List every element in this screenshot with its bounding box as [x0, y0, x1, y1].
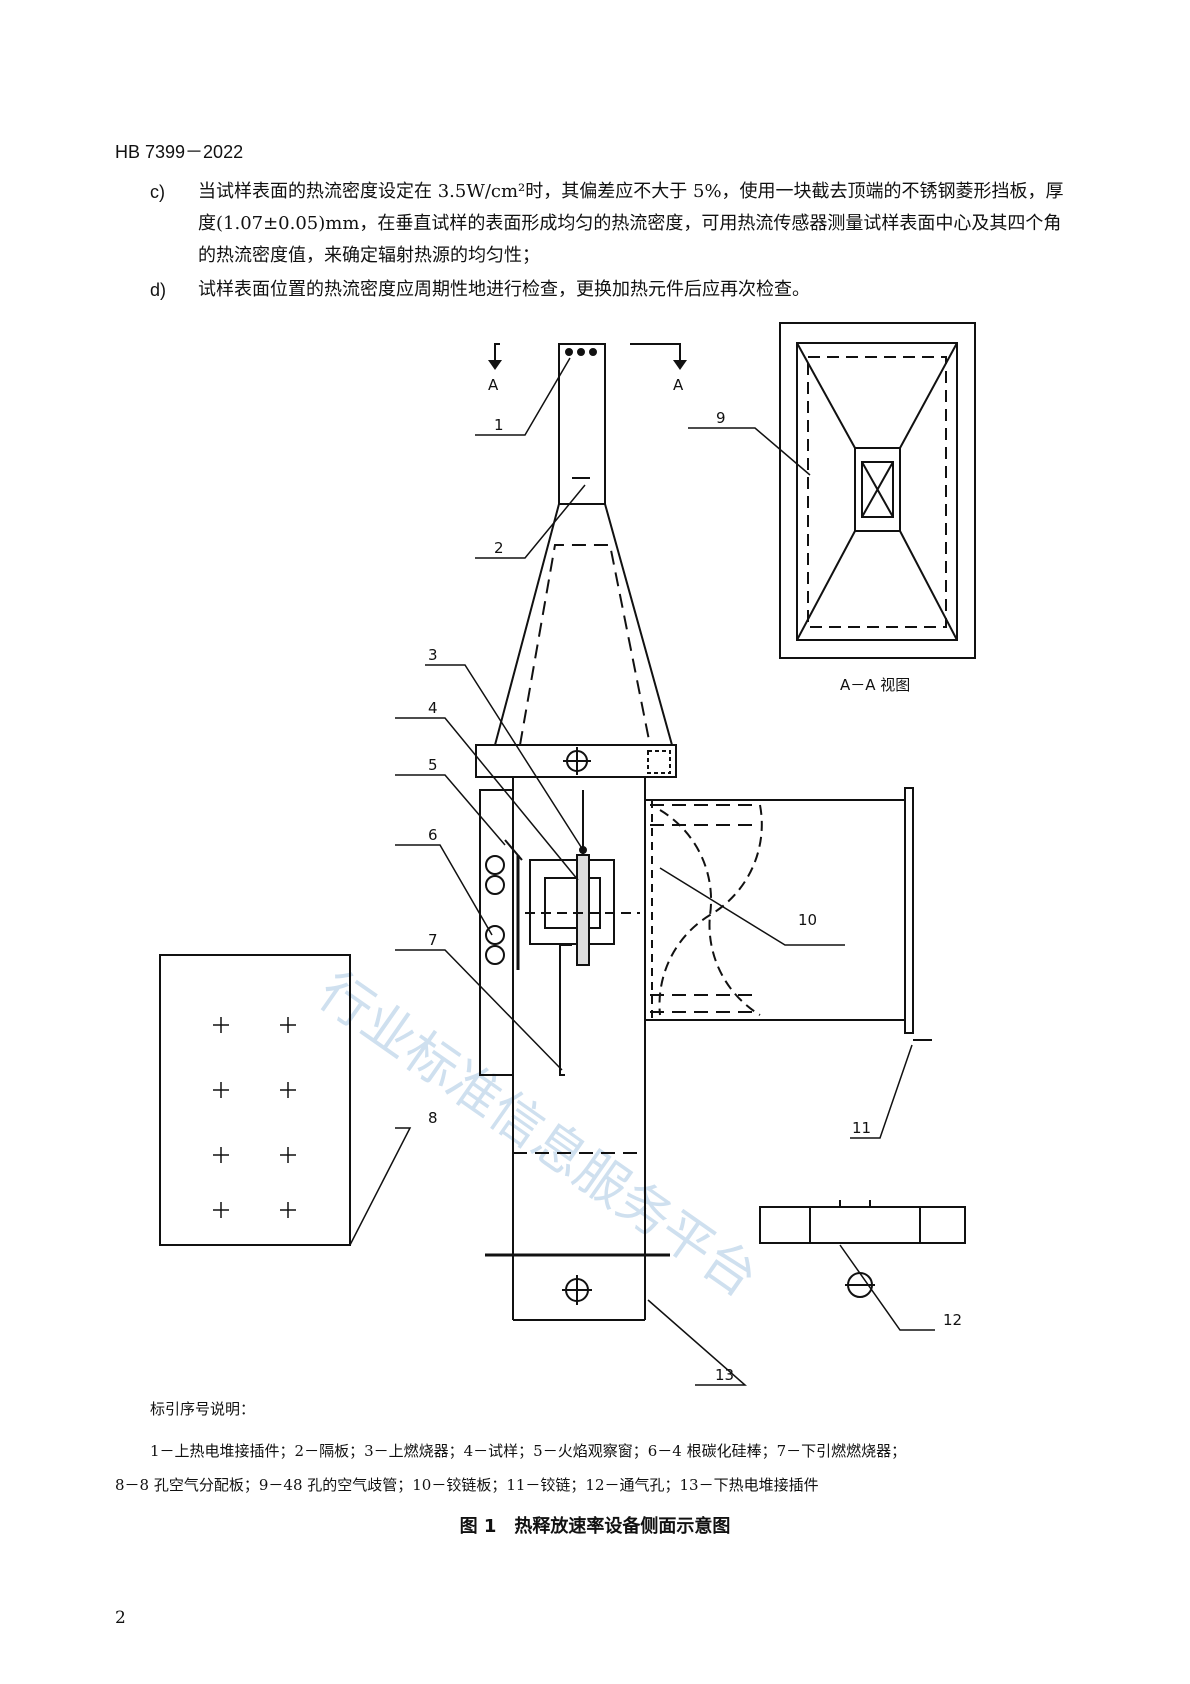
figure-caption: 图 1 热释放速率设备侧面示意图 [459, 1516, 731, 1537]
legend-line-1: 1－上热电堆接插件；2－隔板；3－上燃烧器；4－试样；5－火焰观察窗；6－4 根… [150, 1442, 907, 1460]
document-code-header: HB 7399－2022 [115, 142, 244, 162]
item-label: c) [150, 182, 165, 202]
item-label: d) [150, 280, 167, 300]
item-text: 试样表面位置的热流密度应周期性地进行检查，更换加热元件后应再次检查。 [198, 279, 810, 300]
callout-12: 12 [943, 1311, 962, 1329]
callout-4: 4 [428, 699, 438, 717]
legend-line-2: 8－8 孔空气分配板；9－48 孔的空气歧管；10－铰链板；11－铰链；12－通… [115, 1476, 819, 1494]
list-item-d: d) 试样表面位置的热流密度应周期性地进行检查，更换加热元件后应再次检查。 [150, 274, 1070, 306]
watermark-text: 行业标准信息服务平台 [308, 961, 768, 1308]
list-item-c: c) 当试样表面的热流密度设定在 3.5W/cm²时，其偏差应不大于 5%，使用… [150, 176, 1070, 276]
callout-10: 10 [798, 911, 817, 929]
page-number: 2 [115, 1608, 126, 1628]
view-caption: A－A 视图 [840, 676, 910, 694]
callout-7: 7 [428, 931, 438, 949]
legend-heading: 标引序号说明： [150, 1400, 256, 1418]
callout-2: 2 [494, 539, 504, 557]
section-mark-left: A [488, 376, 499, 394]
callout-1: 1 [494, 416, 504, 434]
callout-13: 13 [715, 1366, 734, 1384]
callout-9: 9 [716, 409, 726, 427]
callout-3: 3 [428, 646, 438, 664]
callout-11: 11 [852, 1119, 871, 1137]
callout-8: 8 [428, 1109, 438, 1127]
item-text: 当试样表面的热流密度设定在 3.5W/cm²时，其偏差应不大于 5%，使用一块截… [198, 181, 1064, 266]
section-mark-right: A [673, 376, 684, 394]
callout-5: 5 [428, 756, 438, 774]
callout-6: 6 [428, 826, 438, 844]
